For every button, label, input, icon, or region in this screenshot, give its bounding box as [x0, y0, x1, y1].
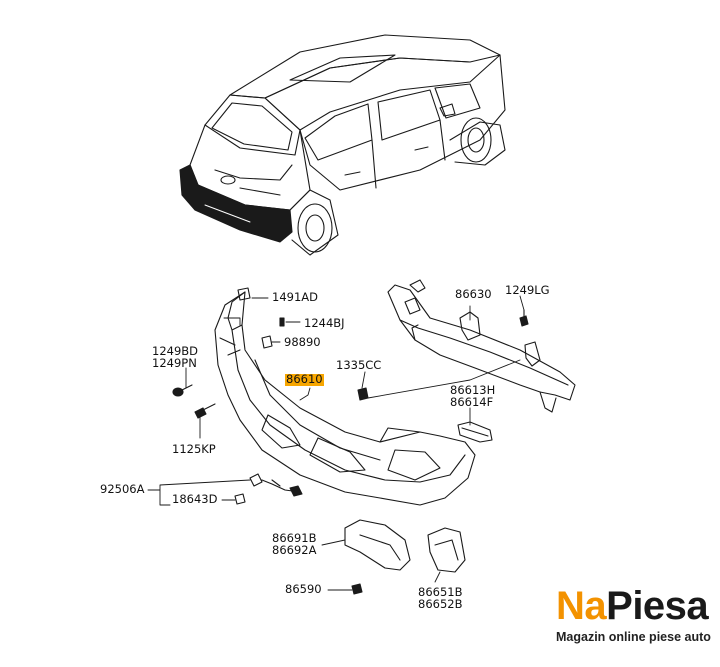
- part-label-86692A: 86692A: [272, 543, 317, 557]
- part-label-92506A: 92506A: [100, 482, 145, 496]
- car-illustration: [179, 34, 506, 256]
- screw-1244BJ: [279, 317, 285, 327]
- part-label-1249PN: 1249PN: [152, 356, 197, 370]
- bracket-98890: [261, 335, 273, 349]
- part-label-1244BJ: 1244BJ: [304, 316, 345, 330]
- screw-1249BD: [172, 384, 193, 397]
- part-label-86590: 86590: [285, 582, 322, 596]
- brand-name-part2: Piesa: [606, 584, 709, 628]
- part-label-1491AD: 1491AD: [272, 290, 318, 304]
- rear-bumper-cover: [214, 291, 476, 506]
- part-label-18643D: 18643D: [172, 492, 218, 506]
- clip-1335CC: [357, 387, 369, 401]
- napiesa-brand: NaPiesa Magazin online piese auto: [556, 586, 716, 644]
- brand-name-part1: Na: [556, 584, 607, 628]
- leader-lines: [147, 295, 525, 591]
- part-label-86610: 86610: [285, 372, 324, 386]
- part-label-86651B: 86651B: [418, 585, 463, 599]
- part-label-1249LG: 1249LG: [505, 283, 550, 297]
- bracket-86613H-detail: [461, 427, 489, 437]
- cover-86691B: [344, 519, 411, 571]
- part-label-86614F: 86614F: [450, 395, 494, 409]
- part-label-1249BD: 1249BD: [152, 344, 199, 358]
- screw-86590: [351, 583, 363, 595]
- brand-logo: NaPiesa: [556, 586, 716, 626]
- bracket-86651B: [427, 527, 466, 573]
- lamp-92506A: [249, 473, 303, 497]
- part-label-86630: 86630: [455, 287, 492, 301]
- part-label-1125KP: 1125KP: [172, 442, 216, 456]
- part-label-1335CC: 1335CC: [336, 358, 382, 372]
- brand-tagline: Magazin online piese auto: [556, 630, 711, 644]
- part-label-86652B: 86652B: [418, 597, 463, 611]
- clip-1491AD: [237, 287, 251, 301]
- part-label-86613H: 86613H: [450, 383, 496, 397]
- cover-86691B-detail: [359, 534, 401, 561]
- screw-1249LG: [519, 309, 529, 327]
- bulb-18643D: [234, 493, 246, 505]
- bumper-reinforcement-beam: [387, 279, 576, 413]
- bracket-86651B-detail: [434, 539, 459, 561]
- part-label-86691B: 86691B: [272, 531, 317, 545]
- part-label-98890: 98890: [284, 335, 321, 349]
- bolt-1125KP: [194, 403, 216, 419]
